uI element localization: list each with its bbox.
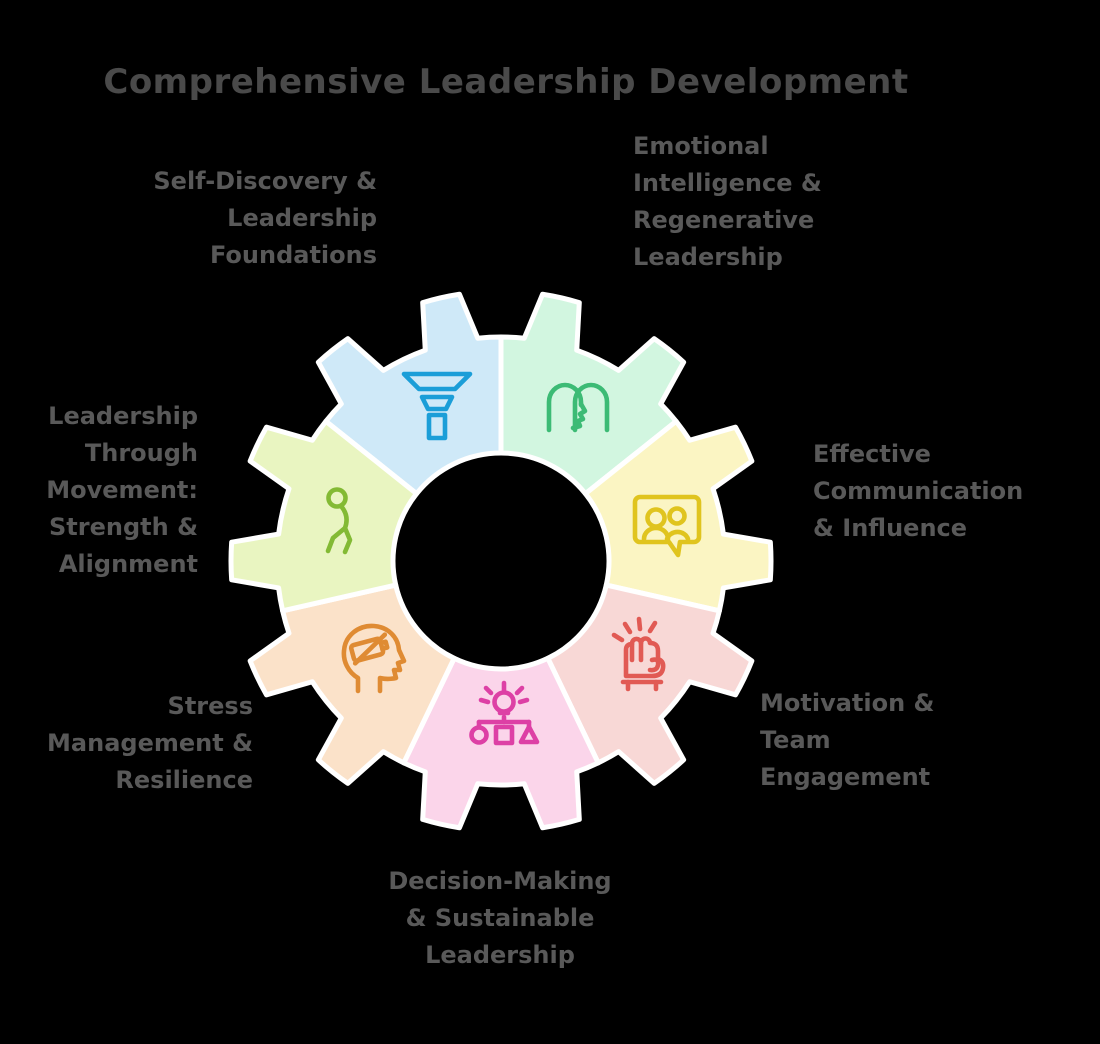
- chat-people-icon: [632, 494, 702, 558]
- gear-segments: [228, 291, 774, 831]
- icon-stroke: [622, 621, 633, 635]
- icon-stroke: [632, 494, 702, 558]
- icon-stroke: [664, 529, 691, 542]
- icon-stroke: [518, 724, 540, 745]
- icon-stroke: [546, 382, 584, 433]
- icon-stroke: [636, 616, 643, 632]
- burnout-head-icon: [341, 623, 407, 694]
- icon-stroke: [611, 632, 625, 643]
- icon-stroke: [514, 685, 525, 696]
- icon-stroke: [647, 657, 661, 673]
- icon-stroke: [352, 632, 388, 666]
- label-leadership-movement: Leadership Through Movement: Strength & …: [46, 402, 198, 578]
- label-motivation-engagement: Motivation & Team Engagement: [760, 689, 935, 791]
- fist-icon: [611, 616, 666, 692]
- diagram-title: Comprehensive Leadership Development: [103, 62, 909, 102]
- label-decision-making: Decision-Making & Sustainable Leadership: [388, 867, 612, 969]
- two-heads-icon: [546, 382, 610, 433]
- icon-stroke: [483, 685, 494, 696]
- stretch-figure-icon: [325, 487, 353, 555]
- icon-stroke: [326, 487, 348, 509]
- icon-stroke: [570, 401, 588, 431]
- icon-stroke: [517, 697, 530, 705]
- icon-stroke: [419, 394, 455, 412]
- icon-stroke: [478, 697, 491, 705]
- label-effective-communication: Effective Communication & Influence: [813, 440, 1024, 542]
- gear-segment-emotional-intelligence: [498, 291, 687, 497]
- gear-segment-effective-communication: [582, 418, 774, 614]
- icon-stroke: [325, 525, 348, 554]
- icon-stroke: [667, 506, 687, 526]
- icon-stroke: [342, 525, 353, 555]
- icon-stroke: [469, 725, 489, 745]
- icon-stroke: [426, 412, 448, 441]
- label-stress-management: Stress Management & Resilience: [47, 692, 253, 794]
- gear-segment-stress-management: [247, 582, 457, 786]
- gear-segment-self-discovery: [315, 291, 504, 497]
- icon-stroke: [647, 620, 658, 634]
- icon-stroke: [401, 371, 473, 392]
- icon-stroke: [341, 623, 407, 694]
- icon-stroke: [378, 639, 390, 652]
- label-emotional-intelligence: Emotional Intelligence & Regenerative Le…: [633, 132, 822, 271]
- funnel-icon: [401, 371, 473, 441]
- icon-stroke: [572, 382, 610, 433]
- icon-stroke: [493, 724, 515, 746]
- gear-segment-leadership-movement: [228, 418, 420, 614]
- label-self-discovery: Self-Discovery & Leadership Foundations: [153, 167, 377, 269]
- idea-shapes-icon: [469, 680, 540, 746]
